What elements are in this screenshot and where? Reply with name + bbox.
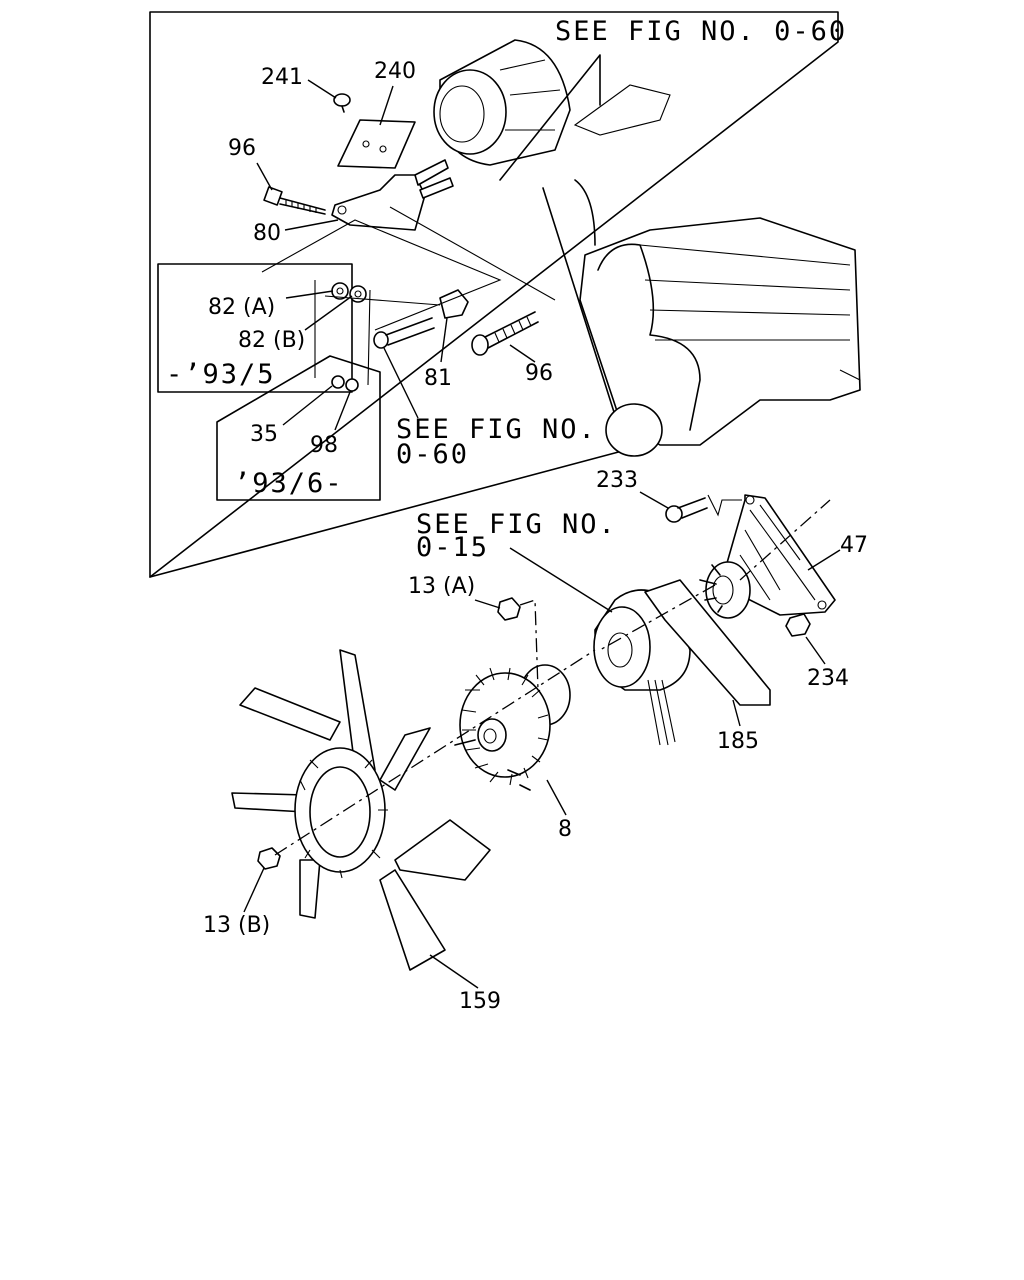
callout-240: 240 [374,59,416,84]
callout-241: 241 [261,65,303,90]
callout-98: 98 [310,433,338,458]
washer-35-drawing [331,375,345,389]
engine-block-drawing [574,179,861,457]
v-belt-185-drawing [644,579,771,746]
assembly-centerline [274,499,831,856]
callout-234: 234 [807,666,849,691]
long-bolt-drawing [373,317,435,349]
callout-47: 47 [840,533,868,558]
bolt-233-drawing [665,494,742,523]
nut-13a-drawing [497,597,521,621]
bolt-96-top-drawing [263,186,326,215]
adjusting-bracket-80-drawing [331,159,454,231]
callout-80: 80 [253,221,281,246]
washer-82b-drawing [349,285,367,303]
date-range-early: -’93/5 [166,359,276,390]
callout-82a: 82 (A) [208,295,275,320]
nut-13b-drawing [257,847,281,870]
fan-159-drawing [231,649,491,971]
grommet-241-drawing [333,93,351,113]
assembly-lines-top [261,206,556,386]
callout-8: 8 [558,817,572,842]
bolt-96-bottom-drawing [471,311,539,356]
nut-234-drawing [785,613,811,637]
callout-233: 233 [596,468,638,493]
callout-13b: 13 (B) [203,913,270,938]
leader-lines [243,79,841,989]
bracket-240-drawing [337,119,416,169]
fan-clutch-8-drawing [454,664,571,791]
callout-82b: 82 (B) [238,328,305,353]
callout-159: 159 [459,989,501,1014]
callout-81: 81 [424,366,452,391]
nut-81-drawing [439,289,469,319]
ref-alternator-figure: SEE FIG NO. 0-60 [555,16,847,47]
ref-pulley-figure-line1: SEE FIG NO. [416,509,617,540]
ref-bolt-figure-line2: 0-60 [396,439,469,470]
callout-96-top: 96 [228,136,256,161]
section-frame [149,11,839,578]
callout-13a: 13 (A) [408,574,475,599]
date-range-box-early [157,263,353,393]
ref-bolt-figure-line1: SEE FIG NO. [396,414,597,445]
date-range-late: ’93/6- [234,468,344,499]
callout-96-bottom: 96 [525,361,553,386]
alternator-drawing [433,39,671,181]
fan-bracket-47-drawing [699,494,836,619]
date-range-box-late [216,355,381,501]
ref-pulley-figure-line2: 0-15 [416,532,489,563]
callout-35: 35 [250,422,278,447]
callout-185: 185 [717,729,759,754]
washer-98-drawing [345,378,359,392]
